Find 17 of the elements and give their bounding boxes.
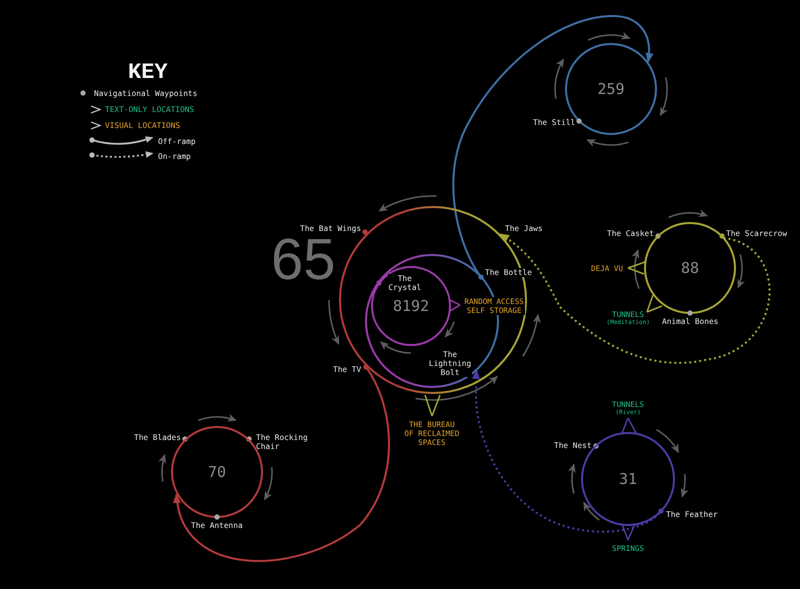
route-number: 8192 — [393, 298, 430, 314]
route-number: 70 — [208, 464, 226, 480]
on-ramp-arrow — [499, 233, 770, 364]
pointer-wedge — [627, 261, 646, 275]
on-ramp-arrow — [472, 369, 660, 533]
pointer-wedge — [621, 523, 636, 541]
route-number: 65 — [271, 230, 336, 290]
pointer-wedge — [424, 394, 441, 417]
legend-title: KEY — [128, 61, 168, 85]
pointer-wedge — [646, 294, 663, 313]
off-ramp-arrow — [452, 15, 654, 276]
pointer-wedge — [449, 299, 461, 312]
route-number: 88 — [681, 260, 700, 276]
pointer-wedge — [621, 417, 637, 434]
off-ramp-arrow — [174, 368, 390, 562]
route-number: 31 — [619, 470, 638, 488]
route-number: 259 — [598, 80, 625, 98]
